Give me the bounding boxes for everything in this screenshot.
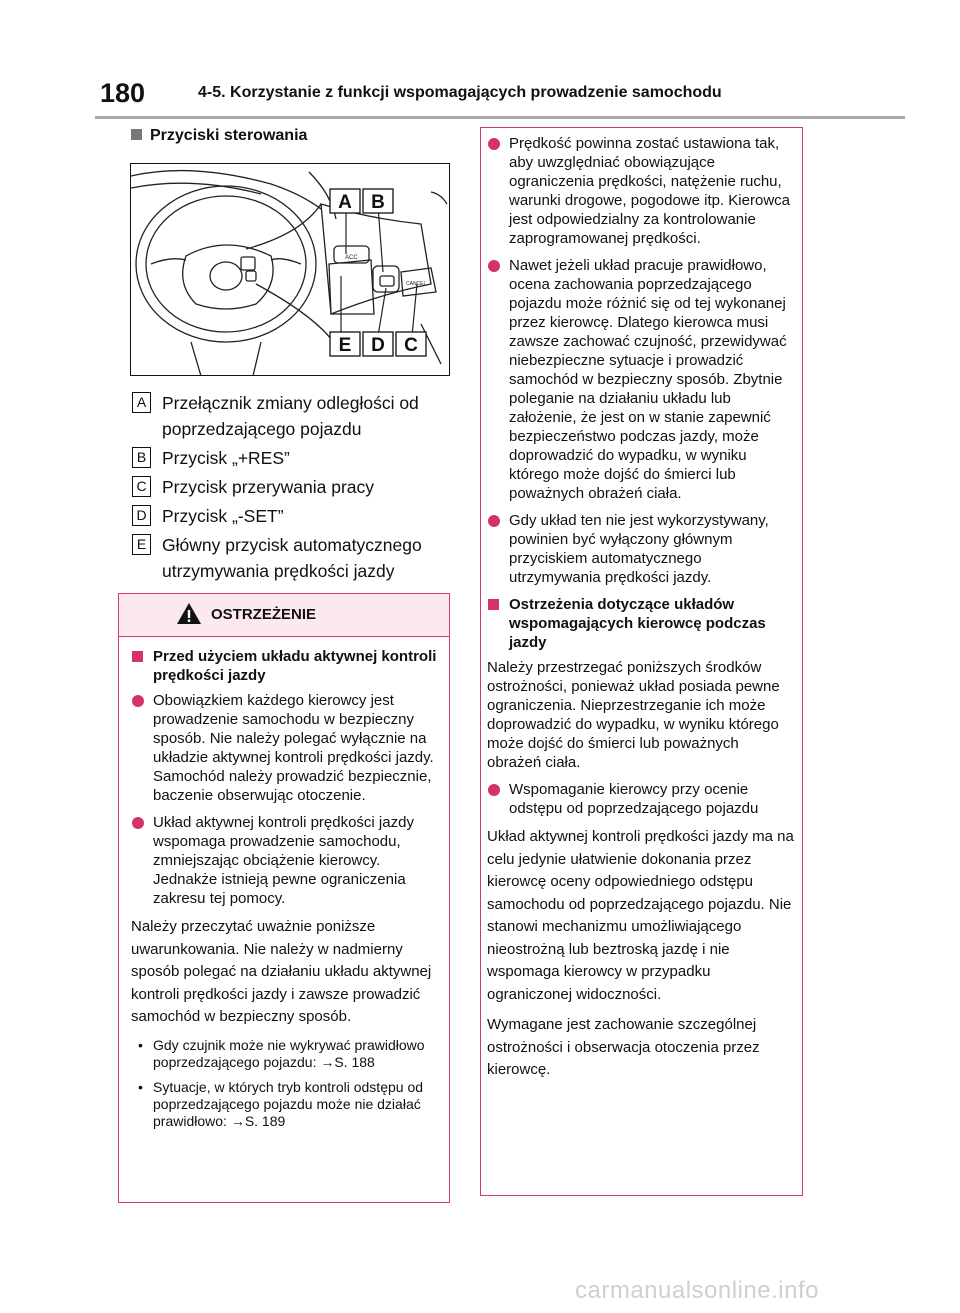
bullet-dot-icon [488,784,500,796]
section-heading: Przyciski sterowania [131,127,307,145]
header-divider [95,116,905,119]
acc-button-label: ACC [345,255,358,261]
svg-text:C: C [404,335,418,356]
legend-item-b: B Przycisk „+RES” [131,445,461,471]
bullet-dot-icon [488,138,500,150]
warning-note-text: Gdy czujnik może nie wykrywać prawidłowo… [153,1036,425,1070]
right-paragraph: Należy przestrzegać poniższych środków o… [487,659,780,771]
right-bullet: Prędkość powinna zostać ustawiona tak, a… [487,134,796,248]
legend-item-d: D Przycisk „-SET” [131,503,461,529]
legend-letter: E [132,534,151,555]
svg-text:B: B [371,192,385,213]
legend-text: Główny przycisk automatycznego utrzymywa… [162,535,422,581]
bullet-dot-icon [132,817,144,829]
svg-text:D: D [371,335,385,356]
warning-bullet: Układ aktywnej kontroli prędkości jazdy … [131,813,443,908]
legend-letter: D [132,505,151,526]
right-paragraph: Układ aktywnej kontroli prędkości jazdy … [487,828,794,1003]
section-heading-text: Przyciski sterowania [150,127,308,144]
warning-triangle-icon [177,603,201,624]
svg-text:E: E [339,335,352,356]
warning-bullet-text: Obowiązkiem każdego kierowcy jest prowad… [153,692,434,804]
cancel-button-label: CANCEL [406,281,427,287]
right-bullet: Gdy układ ten nie jest wykorzystywany, p… [487,511,796,587]
page-number: 180 [100,78,146,108]
warning-bullet: Obowiązkiem każdego kierowcy jest prowad… [131,691,443,805]
steering-wheel-illustration: ACC CANCEL A B E D C [131,169,448,375]
right-bullet-text: Nawet jeżeli układ pracuje prawidłowo, o… [509,257,787,502]
legend-text: Przycisk przerywania pracy [162,477,374,497]
square-bullet-icon [131,129,142,140]
warning-label: OSTRZEŻENIE [211,606,317,623]
legend-text: Przycisk „-SET” [162,506,284,526]
page-header: 180 4-5. Korzystanie z funkcji wspomagaj… [0,0,960,119]
legend-item-c: C Przycisk przerywania pracy [131,474,461,500]
warning-subheading-text: Przed użyciem układu aktywnej kontroli p… [153,648,437,684]
bullet-dot-icon [132,695,144,707]
callout-e: E [329,331,361,357]
legend-letter: B [132,447,151,468]
warning-box: OSTRZEŻENIE Przed użyciem układu aktywne… [118,593,450,1203]
steering-wheel-figure: ACC CANCEL A B E D C [130,163,450,376]
right-bullet-text: Wspomaganie kierowcy przy ocenie odstępu… [509,781,759,817]
legend-item-e: E Główny przycisk automatycznego utrzymy… [131,532,461,584]
warning-note: • Sytuacje, w których tryb kontroli odst… [131,1079,443,1130]
warning-note-text: Sytuacje, w których tryb kontroli odstęp… [153,1078,424,1129]
right-bullet-text: Gdy układ ten nie jest wykorzystywany, p… [509,512,769,586]
right-subheading-text: Ostrzeżenia dotyczące układów wspomagają… [509,596,766,651]
callout-c: C [395,331,427,357]
warning-subheading: Przed użyciem układu aktywnej kontroli p… [131,647,443,685]
warning-note: • Gdy czujnik może nie wykrywać prawidło… [131,1037,443,1071]
note-bullet-icon: • [138,1078,143,1095]
legend-text: Przycisk „+RES” [162,448,290,468]
legend-item-a: A Przełącznik zmiany odległości od poprz… [131,390,461,442]
callout-b: B [362,188,394,214]
right-paragraph: Wymagane jest zachowanie szczególnej ost… [487,1016,760,1078]
square-bullet-icon [132,651,143,662]
callout-a: A [329,188,361,214]
chapter-title: 4-5. Korzystanie z funkcji wspomagającyc… [198,84,722,101]
right-bullet: Nawet jeżeli układ pracuje prawidłowo, o… [487,256,796,503]
callout-d: D [362,331,394,357]
warning-header: OSTRZEŻENIE [119,594,449,637]
bullet-dot-icon [488,260,500,272]
warning-body: Przed użyciem układu aktywnej kontroli p… [119,637,449,1130]
figure-legend: A Przełącznik zmiany odległości od poprz… [131,390,461,587]
warning-continuation-box: Prędkość powinna zostać ustawiona tak, a… [480,127,803,1196]
warning-bullet-text: Układ aktywnej kontroli prędkości jazdy … [153,814,414,907]
right-bullet: Wspomaganie kierowcy przy ocenie odstępu… [487,780,796,818]
svg-text:A: A [338,192,352,213]
right-bullet-text: Prędkość powinna zostać ustawiona tak, a… [509,135,790,247]
note-bullet-icon: • [138,1036,143,1053]
square-bullet-icon [488,599,499,610]
legend-letter: A [132,392,151,413]
legend-text: Przełącznik zmiany odległości od poprzed… [162,393,419,439]
watermark: carmanualsonline.info [575,1277,819,1304]
legend-letter: C [132,476,151,497]
warning-paragraph: Należy przeczytać uważnie poniższe uwaru… [131,918,432,1025]
right-subheading: Ostrzeżenia dotyczące układów wspomagają… [487,595,796,652]
bullet-dot-icon [488,515,500,527]
